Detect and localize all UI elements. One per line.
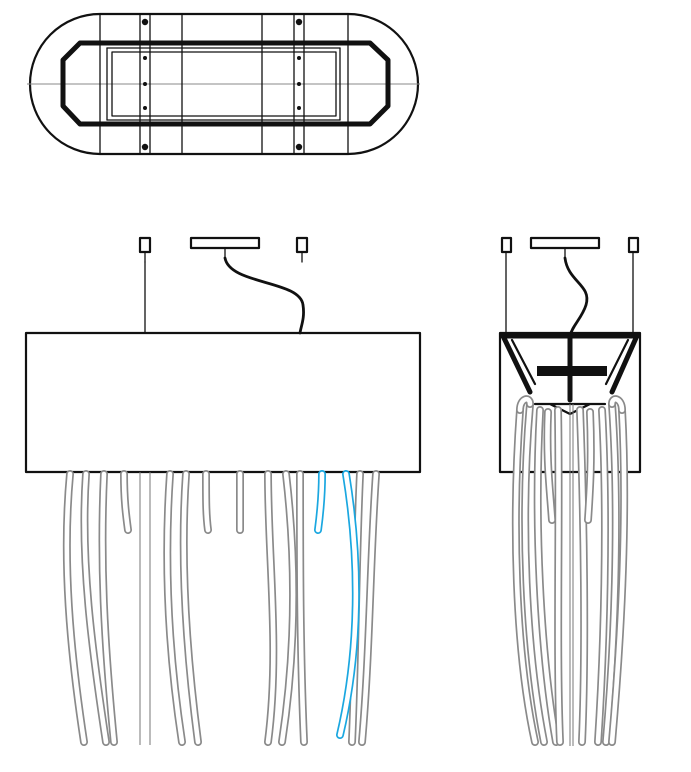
front-tube-core xyxy=(82,471,109,745)
top-view-frame-outline xyxy=(60,40,391,127)
side-tube-bend-core xyxy=(609,396,625,413)
front-elevation xyxy=(24,236,422,746)
side-tube-core xyxy=(595,407,608,745)
front-ceiling-anchor-left xyxy=(138,236,152,334)
front-tube-core xyxy=(165,471,185,745)
side-tube-core xyxy=(603,401,619,745)
side-elevation xyxy=(498,236,642,746)
top-view xyxy=(27,12,420,156)
side-tube-core xyxy=(513,407,538,745)
front-tube-core xyxy=(359,471,379,745)
front-power-cable xyxy=(223,256,305,335)
side-tube-bend-core xyxy=(517,396,533,413)
side-tube-core xyxy=(522,401,547,745)
front-tube-core xyxy=(203,471,211,533)
front-tubes xyxy=(62,470,380,746)
top-view-vertical-bars xyxy=(99,13,349,155)
side-tube-core xyxy=(555,407,563,745)
front-tube-core xyxy=(64,471,87,745)
front-tube-core xyxy=(181,471,201,745)
front-tube-core xyxy=(121,471,131,533)
side-canopy xyxy=(529,236,601,250)
side-tube-core xyxy=(545,409,555,523)
front-tube-core xyxy=(279,471,296,745)
highlighted-tube-core xyxy=(337,471,359,738)
side-tube-core xyxy=(577,407,587,745)
side-ceiling-anchor-left xyxy=(500,236,513,334)
side-power-cable xyxy=(563,256,589,338)
highlighted-tube-core xyxy=(315,471,325,533)
front-tube-core xyxy=(297,471,307,745)
side-tube-core xyxy=(585,409,594,523)
front-ceiling-anchor-right xyxy=(295,236,309,263)
top-view-inner-panel xyxy=(111,51,337,117)
top-view-fixing-points xyxy=(141,18,303,151)
side-tubes xyxy=(511,395,629,746)
front-canopy xyxy=(189,236,261,250)
side-frame-inner-edge xyxy=(510,338,630,386)
side-tube-core xyxy=(609,407,627,745)
front-tube-core xyxy=(100,471,117,745)
side-tube-core xyxy=(535,407,559,745)
front-tube-core xyxy=(265,471,276,745)
front-body xyxy=(24,331,422,474)
side-ceiling-anchor-right xyxy=(627,236,640,334)
